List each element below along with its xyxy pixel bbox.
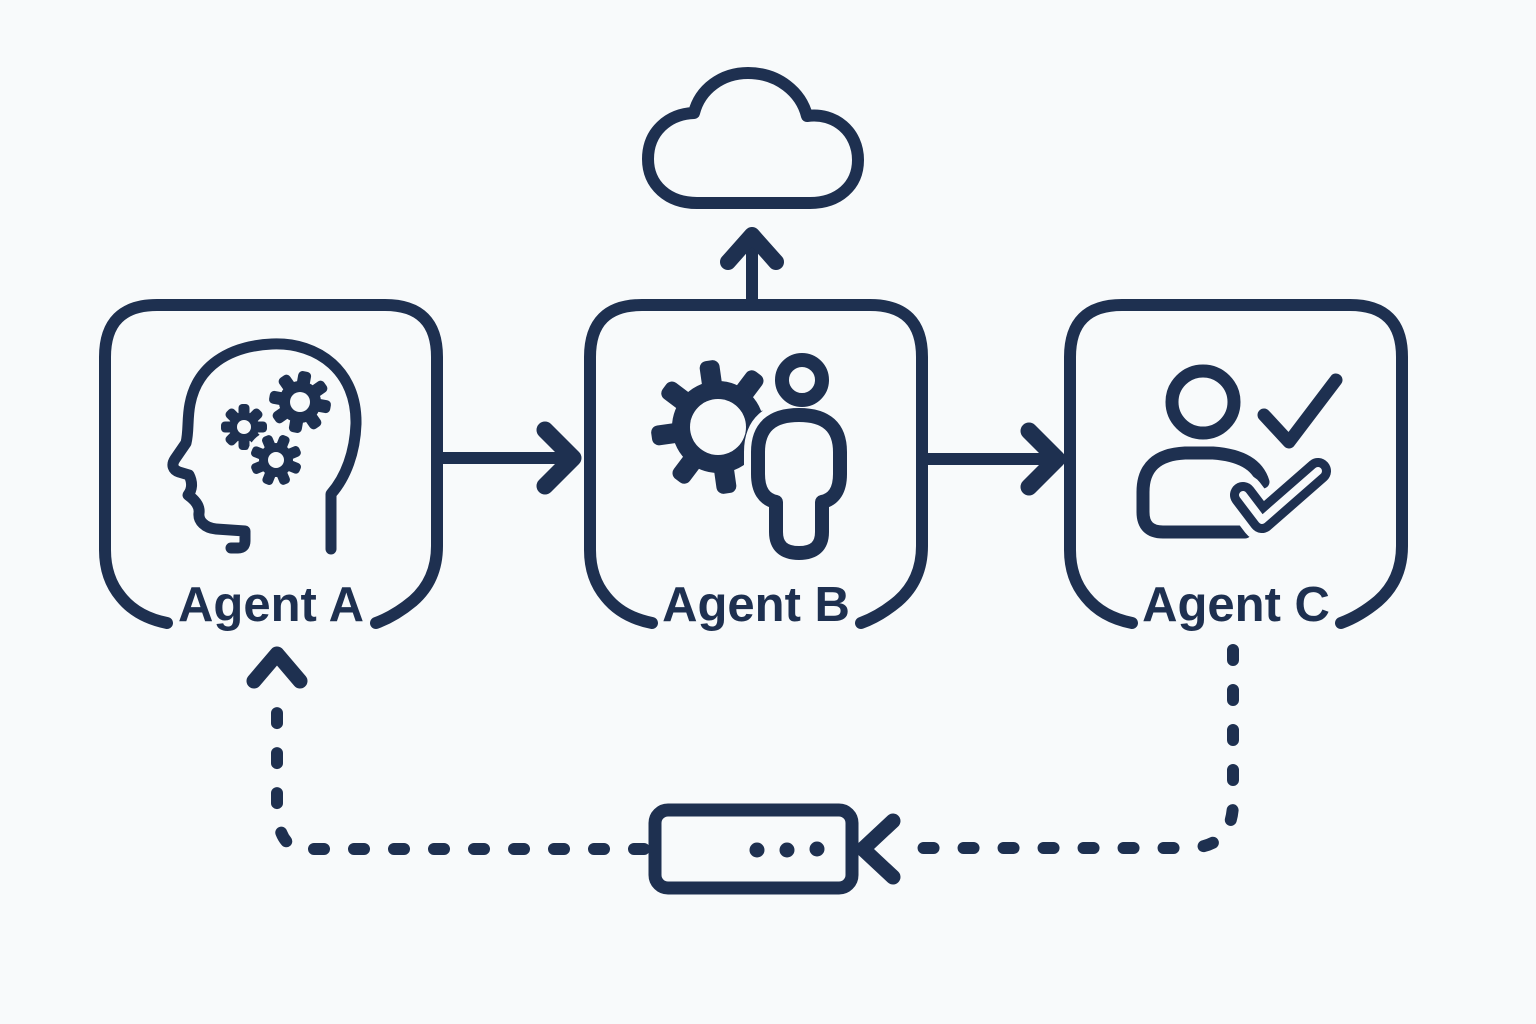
arrow-head-icon	[536, 421, 582, 495]
person-body	[751, 408, 847, 560]
arrow-b-to-c	[918, 422, 1066, 496]
gear-icon	[264, 366, 336, 438]
gear-hole	[690, 399, 746, 455]
cloud-outline	[642, 67, 864, 209]
person-icon	[744, 347, 854, 567]
arrow-head-icon	[246, 646, 308, 689]
agent-c-label: Agent C	[1142, 578, 1330, 632]
gear-hole	[290, 392, 310, 412]
dashed-path	[271, 697, 650, 855]
agent-b-label: Agent B	[662, 578, 850, 632]
gear-with-person-icon	[651, 347, 854, 567]
person-head	[1165, 364, 1241, 440]
arrow-a-to-b	[434, 421, 582, 495]
agent-a-label: Agent A	[178, 578, 364, 632]
three-dots-icon	[749, 841, 825, 858]
agent-a-box	[99, 299, 443, 629]
agent-b-box	[584, 299, 928, 629]
dot	[779, 842, 795, 858]
gear-icon	[246, 430, 306, 490]
person-shoulders	[1136, 446, 1270, 539]
outlined-checkmark-icon	[1222, 450, 1339, 541]
agent-a-node: Agent A	[99, 299, 443, 632]
dashed-arrow-c-to-ellipsis-box	[855, 644, 1239, 885]
head-with-gears-icon	[167, 338, 362, 555]
checkmark-icon	[1257, 373, 1343, 449]
cloud-icon	[642, 67, 864, 209]
dashed-path	[892, 644, 1239, 854]
person-head	[775, 353, 829, 407]
head-profile-outline	[167, 338, 362, 555]
dashed-arrow-ellipsis-box-to-a	[246, 646, 650, 855]
arrow-head-icon	[855, 813, 901, 885]
agent-b-node: Agent B	[584, 299, 928, 632]
gear-hole	[268, 452, 284, 468]
ellipsis-box-outline	[648, 803, 859, 895]
person-with-checkmarks-icon	[1136, 364, 1343, 541]
dot	[809, 841, 825, 857]
arrow-head-icon	[1020, 422, 1066, 496]
arrow-head-icon	[720, 227, 784, 270]
gear-hole	[237, 420, 251, 434]
dot	[749, 842, 765, 858]
agent-c-box	[1064, 299, 1408, 629]
checkmark-inner	[1239, 467, 1322, 524]
agent-c-node: Agent C	[1064, 299, 1408, 632]
arrow-b-to-cloud	[720, 227, 784, 311]
ellipsis-box	[648, 803, 859, 895]
